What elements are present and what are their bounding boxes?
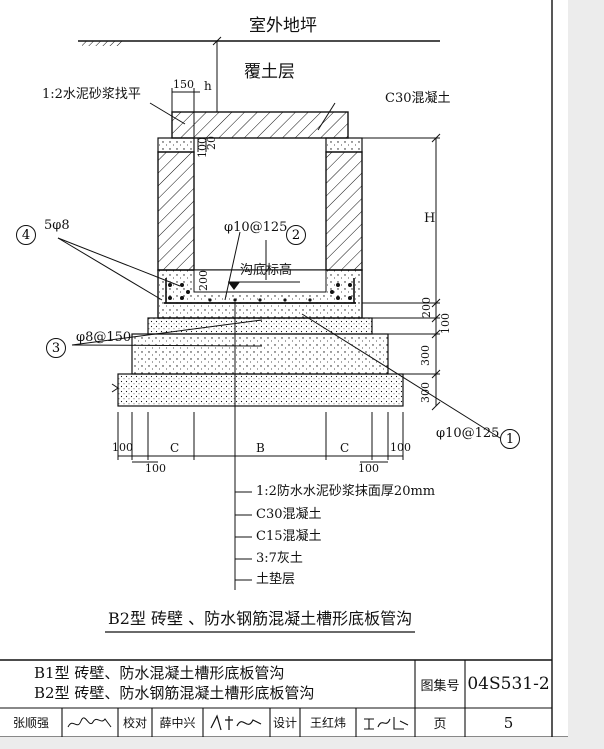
page-number: 5	[503, 713, 514, 732]
trench-section-drawing	[0, 0, 568, 737]
ground-line	[78, 36, 440, 112]
drawing-sheet: 室外地坪 覆土层 1:2水泥砂浆找平 C30混凝土 150 h 100 20 H…	[0, 0, 568, 737]
drawing-caption: B2型 砖壁 、防水钢筋混凝土槽形底板管沟	[108, 609, 413, 628]
layer-lime-soil: 3:7灰土	[256, 551, 303, 566]
mortar-leveling-label: 1:2水泥砂浆找平	[42, 87, 141, 102]
marker-1: 1	[500, 429, 520, 449]
design-label: 设计	[272, 716, 297, 730]
trough-base	[157, 269, 363, 319]
proofreader-name: 薛中兴	[159, 716, 196, 730]
marker-2: 2	[286, 225, 306, 245]
marker-3: 3	[46, 338, 66, 358]
dimension-lines-bottom	[117, 412, 404, 463]
designer-name: 王红炜	[309, 716, 346, 730]
dim-bottom-C-right: C	[340, 441, 350, 455]
bedding-layers	[111, 317, 404, 407]
wall-caps	[157, 137, 363, 153]
dim-sub-100-right: 100	[358, 462, 379, 475]
dim-bottom-C-left: C	[170, 441, 180, 455]
dim-300-b: 300	[419, 382, 432, 403]
proof-label: 校对	[122, 716, 147, 730]
layer-soil-cushion: 土垫层	[256, 572, 296, 587]
rebar-3-label: φ8@150	[76, 330, 132, 345]
dim-100-right: 100	[439, 313, 452, 334]
layer-mortar: 1:2防水水泥砂浆抹面厚20mm	[256, 484, 436, 499]
dim-200-inner: 200	[197, 270, 210, 291]
title-line-1: B1型 砖壁、防水混凝土槽形底板管沟	[34, 664, 285, 682]
reviewer-name: 张顺强	[12, 716, 49, 730]
rebar-1-label: φ10@125	[436, 426, 500, 441]
ground-label: 室外地坪	[249, 16, 317, 36]
rebar-4-label: 5φ8	[44, 218, 70, 233]
dim-bottom-B: B	[256, 441, 265, 455]
rebar-2-label: φ10@125	[224, 220, 288, 235]
proofreader-signature	[203, 708, 270, 737]
sheet-border	[0, 0, 568, 737]
marker-4: 4	[16, 225, 36, 245]
dimension-lines-top	[171, 88, 207, 152]
dim-H: H	[424, 211, 436, 226]
dim-200-right: 200	[420, 297, 433, 318]
title-block-grid	[0, 660, 552, 737]
title-line-2: B2型 砖壁、防水钢筋混凝土槽形底板管沟	[34, 684, 315, 702]
dim-h: h	[204, 79, 212, 93]
layer-c15: C15混凝土	[256, 529, 322, 544]
dim-bottom-100-left: 100	[112, 441, 133, 454]
dim-300-a: 300	[419, 345, 432, 366]
brick-walls	[157, 151, 363, 271]
atlas-number: 04S531-2	[467, 674, 550, 694]
page-label: 页	[433, 717, 447, 732]
dimension-lines-right	[362, 133, 441, 411]
cover-slab	[171, 111, 349, 139]
cover-soil-label: 覆土层	[244, 62, 295, 82]
dim-150: 150	[173, 78, 194, 91]
leader-lines	[57, 102, 501, 590]
atlas-label: 图集号	[420, 678, 460, 694]
concrete-c30-top-label: C30混凝土	[385, 91, 451, 106]
designer-signature	[356, 708, 415, 737]
dim-sub-100-left: 100	[145, 462, 166, 475]
dim-20-top: 20	[205, 136, 218, 150]
layer-c30: C30混凝土	[256, 507, 322, 522]
reviewer-signature	[62, 708, 118, 737]
channel-bottom-label: 沟底标高	[240, 263, 293, 278]
dim-bottom-100-right: 100	[390, 441, 411, 454]
